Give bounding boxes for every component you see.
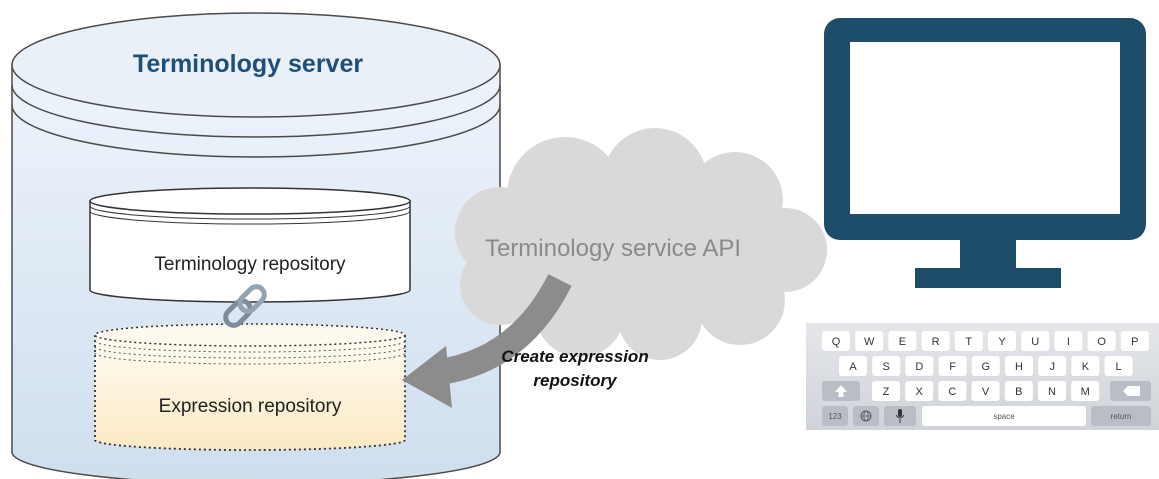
space-key-label: space — [993, 412, 1015, 421]
key-label-f: F — [949, 361, 956, 373]
key-l[interactable] — [1104, 356, 1133, 376]
key-j[interactable] — [1038, 356, 1067, 376]
key-o[interactable] — [1087, 331, 1116, 351]
keyboard: Q W E R T Y U I O P A S D F G H J K L Z X C V B N M 123 space r… — [806, 323, 1159, 430]
key-label-l: L — [1116, 361, 1122, 373]
key-k[interactable] — [1071, 356, 1100, 376]
key-label-d: D — [915, 361, 923, 373]
api-cloud: Terminology service API — [455, 128, 827, 360]
globe-icon — [860, 410, 872, 422]
chain-link-icon — [223, 284, 267, 328]
terminology-repository-label: Terminology repository — [154, 254, 346, 275]
key-r[interactable] — [921, 331, 950, 351]
key-label-i: I — [1067, 336, 1070, 348]
key-label-n: N — [1048, 386, 1056, 398]
key-y[interactable] — [988, 331, 1016, 351]
key-label-y: Y — [998, 336, 1006, 348]
key-t[interactable] — [954, 331, 983, 351]
key-label-j: J — [1049, 361, 1055, 373]
microphone-icon — [895, 409, 905, 423]
arrow-label-line2: repository — [533, 371, 618, 390]
return-key[interactable] — [1091, 406, 1151, 426]
key-n[interactable] — [1038, 381, 1066, 401]
key-f[interactable] — [938, 356, 967, 376]
backspace-icon — [1123, 386, 1140, 396]
key-u[interactable] — [1021, 331, 1050, 351]
key-label-g: G — [982, 361, 991, 373]
api-label: Terminology service API — [485, 235, 741, 262]
key-x[interactable] — [905, 381, 934, 401]
key-label-u: U — [1031, 336, 1039, 348]
key-label-z: Z — [883, 386, 890, 398]
key-label-c: C — [948, 386, 956, 398]
key-m[interactable] — [1071, 381, 1100, 401]
key-label-s: S — [883, 361, 890, 373]
terminology-repository: Terminology repository — [89, 187, 411, 303]
key-q[interactable] — [822, 331, 850, 351]
return-key-label: return — [1111, 412, 1132, 421]
key-label-x: X — [916, 386, 924, 398]
numbers-key-label: 123 — [828, 412, 842, 421]
key-label-w: W — [864, 336, 875, 348]
key-label-o: O — [1097, 336, 1106, 348]
create-expression-arrow — [402, 274, 572, 408]
key-e[interactable] — [888, 331, 917, 351]
key-a[interactable] — [839, 356, 867, 376]
expression-repository: Expression repository — [94, 323, 406, 451]
key-p[interactable] — [1120, 331, 1149, 351]
key-h[interactable] — [1005, 356, 1033, 376]
key-label-q: Q — [832, 336, 841, 348]
expression-repository-label: Expression repository — [159, 396, 342, 417]
key-v[interactable] — [971, 381, 1000, 401]
monitor-icon — [824, 18, 1146, 288]
numbers-key[interactable] — [822, 406, 848, 426]
key-z[interactable] — [872, 381, 900, 401]
key-label-p: P — [1131, 336, 1138, 348]
shift-icon — [835, 385, 847, 397]
key-b[interactable] — [1004, 381, 1033, 401]
key-g[interactable] — [971, 356, 1000, 376]
server-title: Terminology server — [133, 50, 363, 78]
key-label-v: V — [982, 386, 990, 398]
key-c[interactable] — [938, 381, 967, 401]
key-label-b: B — [1015, 386, 1022, 398]
key-label-k: K — [1082, 361, 1090, 373]
key-i[interactable] — [1054, 331, 1083, 351]
key-label-a: A — [849, 361, 857, 373]
key-label-e: E — [899, 336, 906, 348]
arrow-label-line1: Create expression — [501, 347, 648, 366]
key-label-h: H — [1015, 361, 1023, 373]
key-label-t: T — [965, 336, 972, 348]
key-label-r: R — [932, 336, 940, 348]
key-w[interactable] — [855, 331, 884, 351]
key-d[interactable] — [905, 356, 934, 376]
key-label-m: M — [1081, 386, 1090, 398]
key-s[interactable] — [872, 356, 901, 376]
space-key[interactable] — [922, 406, 1086, 426]
